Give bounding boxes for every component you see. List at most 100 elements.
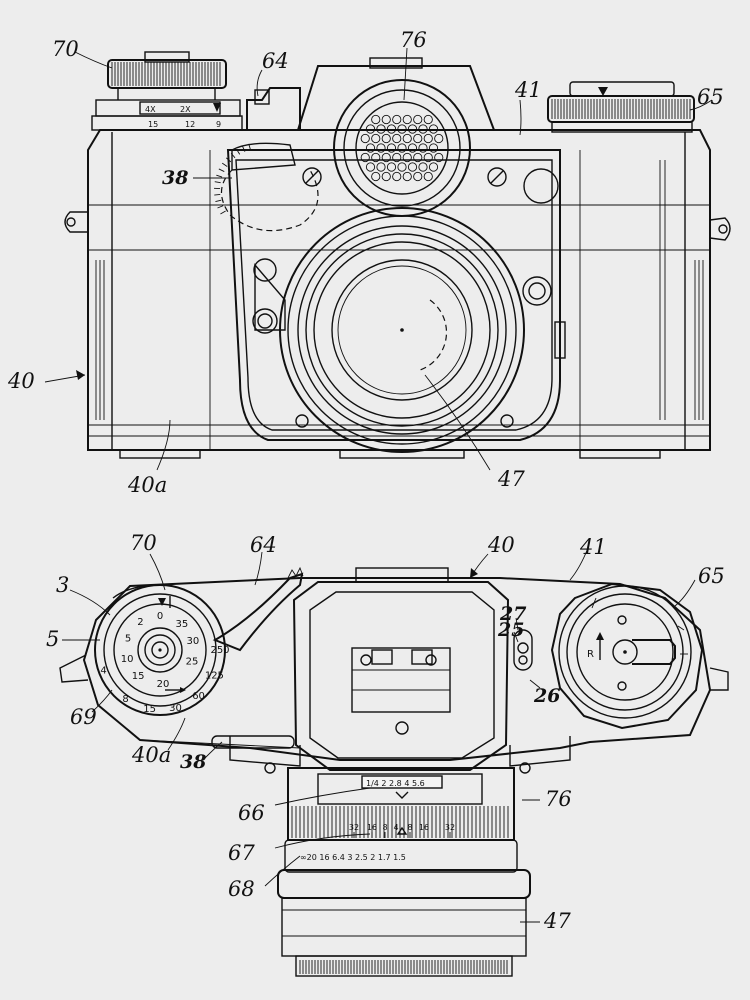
meter-cell (381, 152, 391, 163)
dof-number: 32 (349, 823, 359, 832)
speed-scale-12: 12 (185, 120, 195, 129)
label-76-top: 76 (545, 787, 572, 811)
meter-cell (423, 114, 433, 125)
meter-cell (360, 133, 370, 144)
strap-lug-left (64, 211, 88, 233)
label-40a-top: 40a (131, 743, 171, 767)
meter-cell (392, 114, 402, 125)
meter-cell (371, 152, 381, 163)
thumbwheel-38-top (211, 735, 531, 774)
meter-cell (413, 114, 423, 125)
speed-scale-4x: 4X (145, 105, 156, 114)
film-dial-number: 20 (157, 679, 170, 690)
film-advance-lever-front (246, 87, 301, 131)
prism-housing-top (292, 567, 510, 771)
meter-cell (371, 133, 381, 144)
film-dial-number: 35 (175, 619, 188, 630)
meter-cell (407, 162, 418, 172)
label-64-top: 64 (250, 533, 277, 557)
label-70-front: 70 (52, 37, 79, 61)
label-41-front: 41 (514, 78, 542, 102)
distance-scale: ∞20 16 6.4 3 2.5 2 1.7 1.5 (300, 853, 406, 862)
shutter-ring-number: 15 (143, 704, 156, 715)
dof-number: 8 (382, 823, 387, 832)
meter-cell (418, 162, 428, 172)
strap-lug-right (709, 217, 731, 241)
shutter-ring-number: 4 (100, 666, 106, 677)
meter-cell (392, 133, 402, 144)
film-dial-number: 5 (125, 633, 131, 644)
film-dial-number: 30 (186, 636, 199, 647)
meter-cell (386, 162, 397, 172)
rewind-wheel-38 (214, 142, 319, 232)
label-65-front: 65 (697, 85, 724, 109)
lens-mount-plate (226, 149, 561, 441)
meter-cell (386, 124, 397, 134)
shutter-speed-dial: 4X 2X 15 12 9 (91, 51, 243, 131)
meter-cell (428, 162, 439, 172)
film-advance-lever-top (212, 566, 304, 652)
front-view: 4X 2X 15 12 9 (7, 28, 731, 497)
meter-cell (376, 124, 386, 134)
shutter-ring-number: 125 (205, 670, 224, 681)
meter-cell (371, 171, 381, 182)
label-40a-front: 40a (127, 473, 167, 497)
label-27-top: 27 (499, 603, 526, 625)
dof-number: 16 (367, 823, 377, 832)
meter-cell (365, 124, 376, 134)
label-40-top: 40 (487, 533, 515, 557)
meter-cell (381, 133, 391, 144)
label-67-top: 67 (228, 841, 255, 865)
speed-scale-15: 15 (148, 120, 158, 129)
meter-cell (397, 124, 407, 134)
meter-cell (428, 124, 439, 134)
meter-cell (402, 133, 412, 144)
film-dial-number: 25 (186, 657, 199, 668)
meter-cell (392, 171, 402, 182)
label-69-top: 69 (70, 705, 97, 729)
side-button (554, 321, 566, 359)
meter-window (333, 79, 471, 217)
speed-scale-9: 9 (216, 120, 221, 129)
meter-cell (402, 171, 412, 182)
meter-cell (392, 152, 402, 163)
meter-cell (413, 152, 423, 163)
meter-honeycomb (360, 114, 444, 182)
self-timer-lever (252, 258, 286, 334)
meter-cell (413, 171, 423, 182)
meter-cell (376, 162, 386, 172)
label-25-top: 25 (497, 619, 524, 641)
speed-scale-front: 4X 2X 15 12 9 (139, 101, 221, 129)
meter-cell (371, 114, 381, 125)
label-47-front: 47 (497, 467, 525, 491)
label-66-top: 66 (238, 801, 265, 825)
rewind-knob-top: R (550, 582, 704, 730)
meter-cell (428, 143, 439, 153)
shutter-release (513, 629, 533, 671)
meter-cell (365, 162, 376, 172)
shutter-ring-number: 30 (169, 703, 182, 714)
meter-cell (376, 143, 386, 153)
meter-cell (423, 152, 433, 163)
label-64-front: 64 (262, 49, 289, 73)
speed-scale-2x: 2X (180, 105, 191, 114)
label-38-top: 38 (180, 751, 206, 773)
shutter-ring-number: 8 (122, 694, 128, 705)
lens-release-button (522, 276, 552, 306)
meter-cell (407, 124, 418, 134)
shutter-ring-number: 250 (210, 645, 229, 656)
label-68-top: 68 (228, 877, 255, 901)
label-41-top: 41 (579, 535, 607, 559)
meter-cell (402, 152, 412, 163)
top-leaders (61, 547, 696, 923)
meter-cell (397, 143, 407, 153)
meter-cell (418, 124, 428, 134)
label-5-top: 5 (46, 627, 59, 651)
